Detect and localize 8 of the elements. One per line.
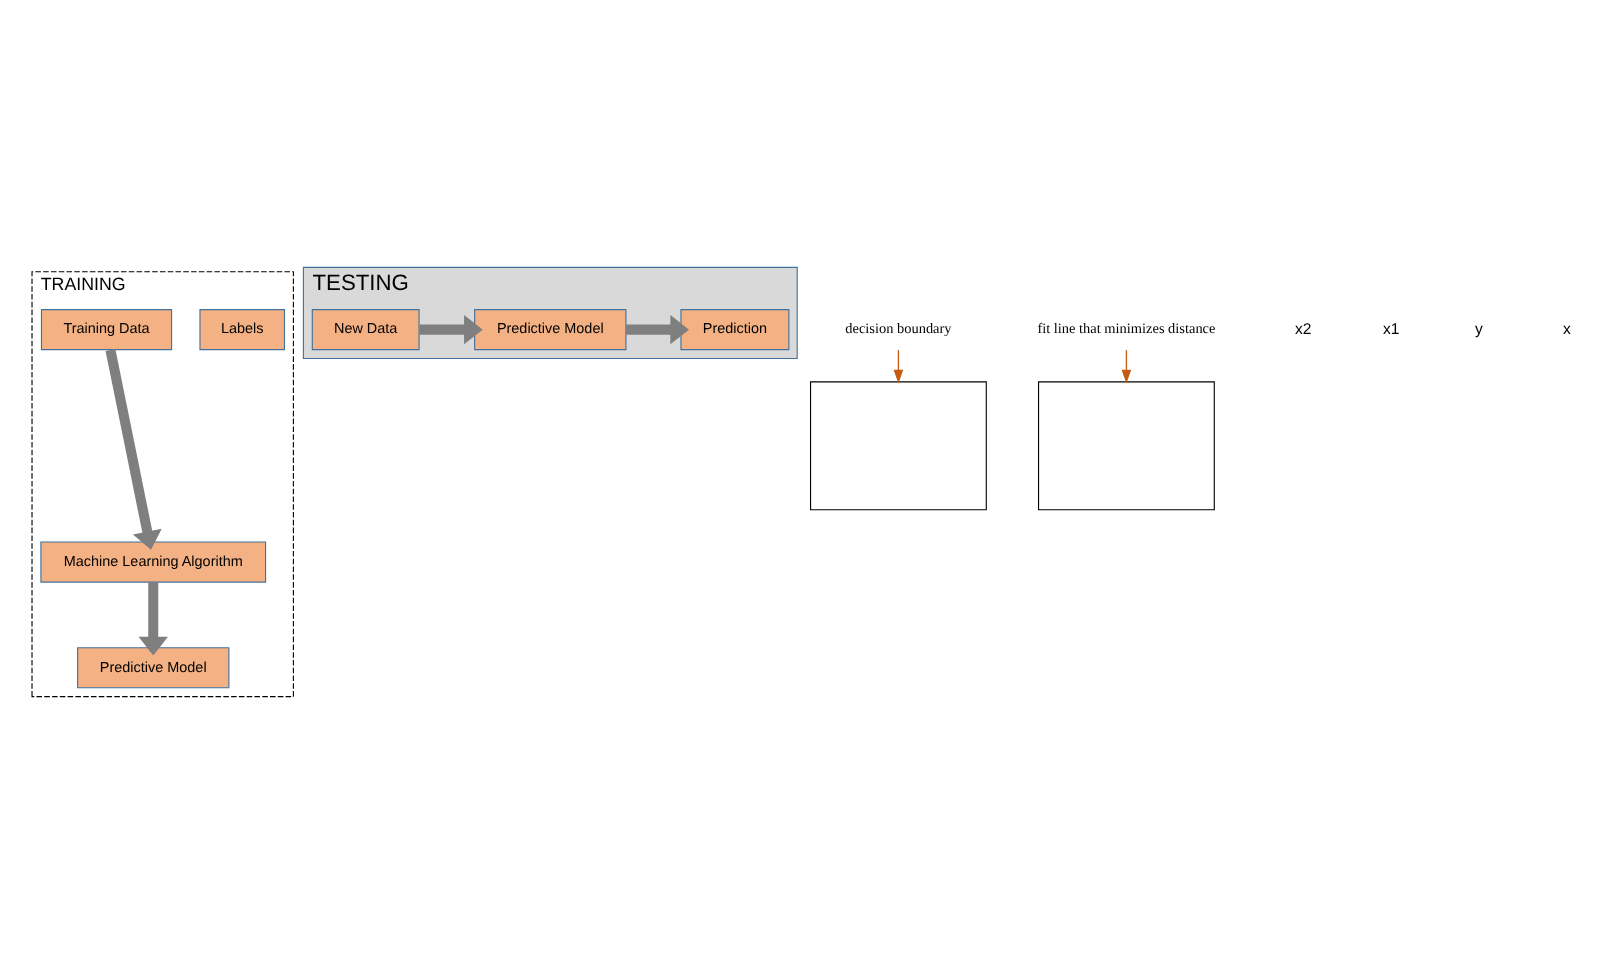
arrow [105,347,162,549]
arrow [626,313,689,344]
arrow [1121,348,1132,383]
arrow [138,581,168,655]
node-box [1038,380,1215,510]
arrow [893,348,904,383]
node-box [810,380,987,510]
arrow [419,313,483,344]
